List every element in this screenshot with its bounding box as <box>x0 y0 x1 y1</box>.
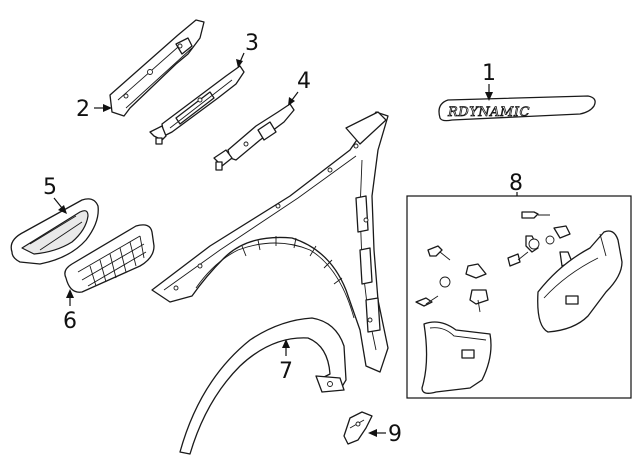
callout-9: 9 <box>368 422 402 447</box>
callout-9-label: 9 <box>388 422 402 447</box>
callout-4-label: 4 <box>297 69 311 94</box>
callout-1: 1 <box>482 61 496 101</box>
part-2-fender-bracket <box>109 19 205 117</box>
callout-5-label: 5 <box>43 175 57 200</box>
mudflap-kit-box <box>406 195 632 399</box>
callout-4: 4 <box>288 69 311 106</box>
callout-8-label: 8 <box>509 171 523 196</box>
callout-2: 2 <box>76 97 112 122</box>
callout-8: 8 <box>509 171 523 196</box>
part-1-emblem: RDYNAMIC <box>438 95 596 122</box>
callout-7: 7 <box>279 339 293 384</box>
emblem-text: RDYNAMIC <box>447 105 530 120</box>
part-6-grille-insert <box>64 224 155 293</box>
part-4-bracket <box>213 103 295 171</box>
callout-3: 3 <box>236 31 259 68</box>
callout-6: 6 <box>63 289 77 334</box>
part-9-clip <box>343 411 373 445</box>
part-3-seal <box>149 65 245 145</box>
callout-5: 5 <box>43 175 67 214</box>
fender-panel <box>151 111 389 373</box>
callout-1-label: 1 <box>482 61 496 86</box>
callout-7-label: 7 <box>279 359 293 384</box>
callout-6-label: 6 <box>63 309 77 334</box>
part-5-side-vent <box>10 198 99 265</box>
part-7-arch-moulding <box>179 317 347 455</box>
callout-3-label: 3 <box>245 31 259 56</box>
callout-2-label: 2 <box>76 97 90 122</box>
part-8-mudflap-kit <box>415 211 623 394</box>
